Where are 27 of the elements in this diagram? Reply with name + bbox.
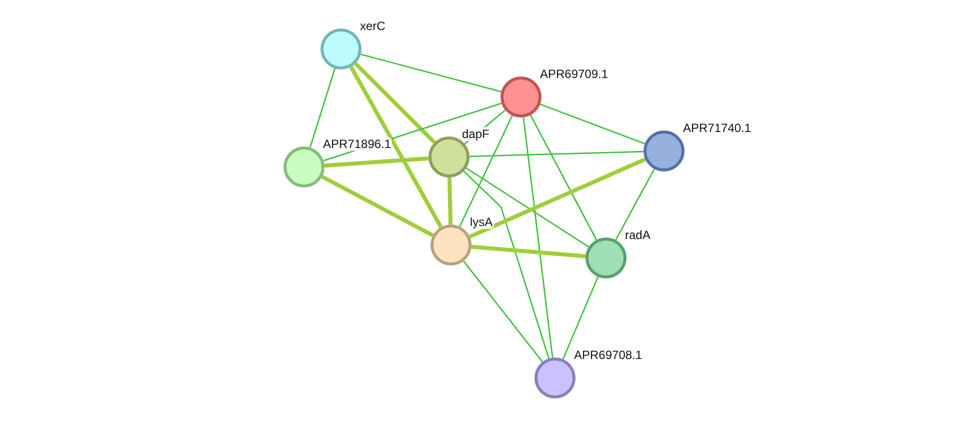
interaction-line <box>354 62 436 144</box>
interaction-line <box>463 170 550 359</box>
interaction-line <box>463 260 543 362</box>
interaction-line <box>540 104 646 144</box>
interaction-line <box>615 168 655 240</box>
node-label: radA <box>624 228 652 242</box>
interaction-line <box>469 150 644 158</box>
interaction-line <box>522 117 554 358</box>
interaction-line <box>360 54 502 92</box>
interaction-line <box>530 114 598 240</box>
node-label: APR71896.1 <box>322 137 392 151</box>
interaction-line <box>468 157 646 239</box>
node-label: APR71740.1 <box>682 121 752 135</box>
interaction-line <box>324 156 429 168</box>
node-label: lysA <box>469 215 494 229</box>
interaction-line <box>459 115 513 227</box>
interaction-line <box>321 174 434 238</box>
interaction-line <box>309 68 336 148</box>
interaction-line <box>562 276 599 360</box>
node-label: dapF <box>461 127 490 141</box>
node-label: APR69709.1 <box>539 67 610 81</box>
interaction-line <box>349 66 443 228</box>
node-label: APR69708.1 <box>573 348 644 362</box>
interaction-line <box>466 168 590 248</box>
node-label: xerC <box>359 19 386 33</box>
interaction-line <box>447 177 453 225</box>
interaction-line <box>471 244 586 258</box>
